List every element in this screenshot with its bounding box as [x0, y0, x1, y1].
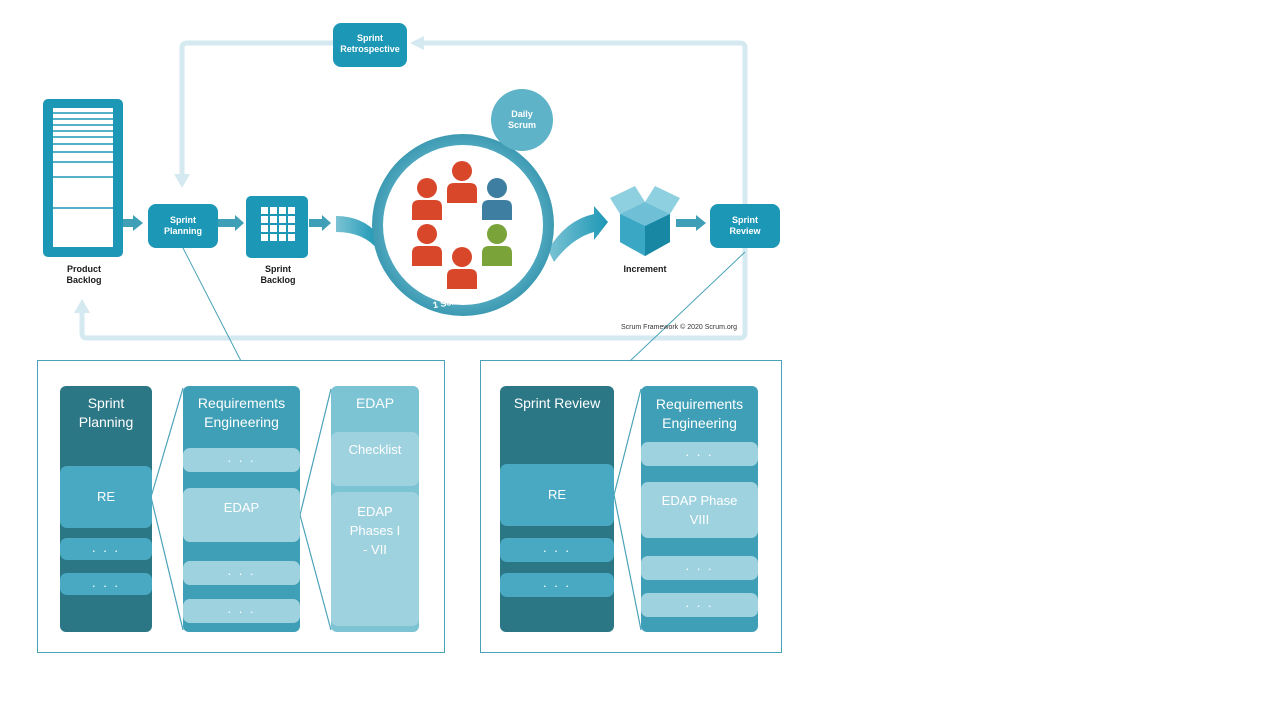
- retro-to-planning-arrow: [179, 40, 333, 175]
- sprint-planning-label: Sprint Planning: [164, 215, 202, 236]
- item-re: RE: [60, 466, 152, 528]
- item-re: RE: [500, 464, 614, 526]
- sprint-backlog-label: Sprint Backlog: [260, 264, 296, 285]
- item-ellipsis: . . .: [641, 556, 758, 580]
- sprint-backlog-icon: [246, 196, 308, 258]
- sprint-review-label: Sprint Review: [729, 215, 761, 236]
- product-backlog-icon: [43, 99, 123, 257]
- item-edap: EDAP: [183, 488, 300, 542]
- sprint-retrospective-label: Sprint Retrospective: [340, 33, 400, 54]
- review-to-backlog-loop-arrow: [79, 248, 748, 341]
- item-checklist: Checklist: [331, 432, 419, 486]
- item-ellipsis: . . .: [60, 538, 152, 560]
- col-title: Sprint Review: [513, 395, 601, 411]
- product-backlog-label: Product Backlog: [66, 264, 102, 285]
- item-ellipsis: . . .: [641, 593, 758, 617]
- item-ellipsis: . . .: [500, 573, 614, 597]
- sprint-review-node: Sprint Review: [710, 204, 780, 248]
- planning-zoom-lines: [150, 387, 332, 631]
- planning-connector-line: [182, 247, 242, 362]
- sprint-retrospective-node: Sprint Retrospective: [333, 23, 407, 67]
- increment-box-icon: [610, 186, 680, 256]
- flow-arrows: [123, 215, 706, 231]
- planning-col-edap: EDAP Checklist EDAP Phases I - VII: [331, 386, 419, 632]
- increment-label: Increment: [623, 264, 667, 274]
- team-member-icons: [412, 161, 512, 289]
- planning-col-sprint-planning: Sprint Planning RE . . . . . .: [60, 386, 152, 632]
- item-ellipsis: . . .: [60, 573, 152, 595]
- review-col-requirements-engineering: Requirements Engineering . . . EDAP Phas…: [641, 386, 758, 632]
- review-detail-panel: [480, 360, 782, 653]
- planning-detail-panel: [37, 360, 445, 653]
- col-title: Requirements Engineering: [655, 396, 744, 431]
- item-ellipsis: . . .: [183, 561, 300, 585]
- flow-into-team: [336, 216, 378, 250]
- item-ellipsis: . . .: [641, 442, 758, 466]
- planning-col-requirements-engineering: Requirements Engineering . . . EDAP . . …: [183, 386, 300, 632]
- backlog-arrowhead: [74, 299, 90, 313]
- item-ellipsis: . . .: [500, 538, 614, 562]
- review-zoom-lines: [613, 388, 642, 631]
- planning-arrowhead: [174, 174, 190, 188]
- col-title: EDAP: [355, 395, 395, 411]
- flow-out-of-team: [548, 206, 608, 262]
- sprint-planning-node: Sprint Planning: [148, 204, 218, 248]
- item-edap-phase-viii: EDAP Phase VIII: [641, 482, 758, 538]
- retrospective-loop-arrow: [420, 40, 748, 205]
- copyright-text: Scrum Framework © 2020 Scrum.org: [621, 324, 738, 331]
- daily-scrum-circle: [491, 89, 553, 151]
- item-ellipsis: . . .: [183, 448, 300, 472]
- col-title: Sprint Planning: [78, 395, 134, 430]
- item-ellipsis: . . .: [183, 599, 300, 623]
- retro-arrowhead: [410, 36, 424, 50]
- review-connector-line: [629, 251, 746, 362]
- item-edap-phases: EDAP Phases I - VII: [331, 492, 419, 626]
- col-title: Requirements Engineering: [197, 395, 286, 430]
- daily-scrum-label: Daily Scrum: [507, 109, 536, 130]
- review-col-sprint-review: Sprint Review RE . . . . . .: [500, 386, 614, 632]
